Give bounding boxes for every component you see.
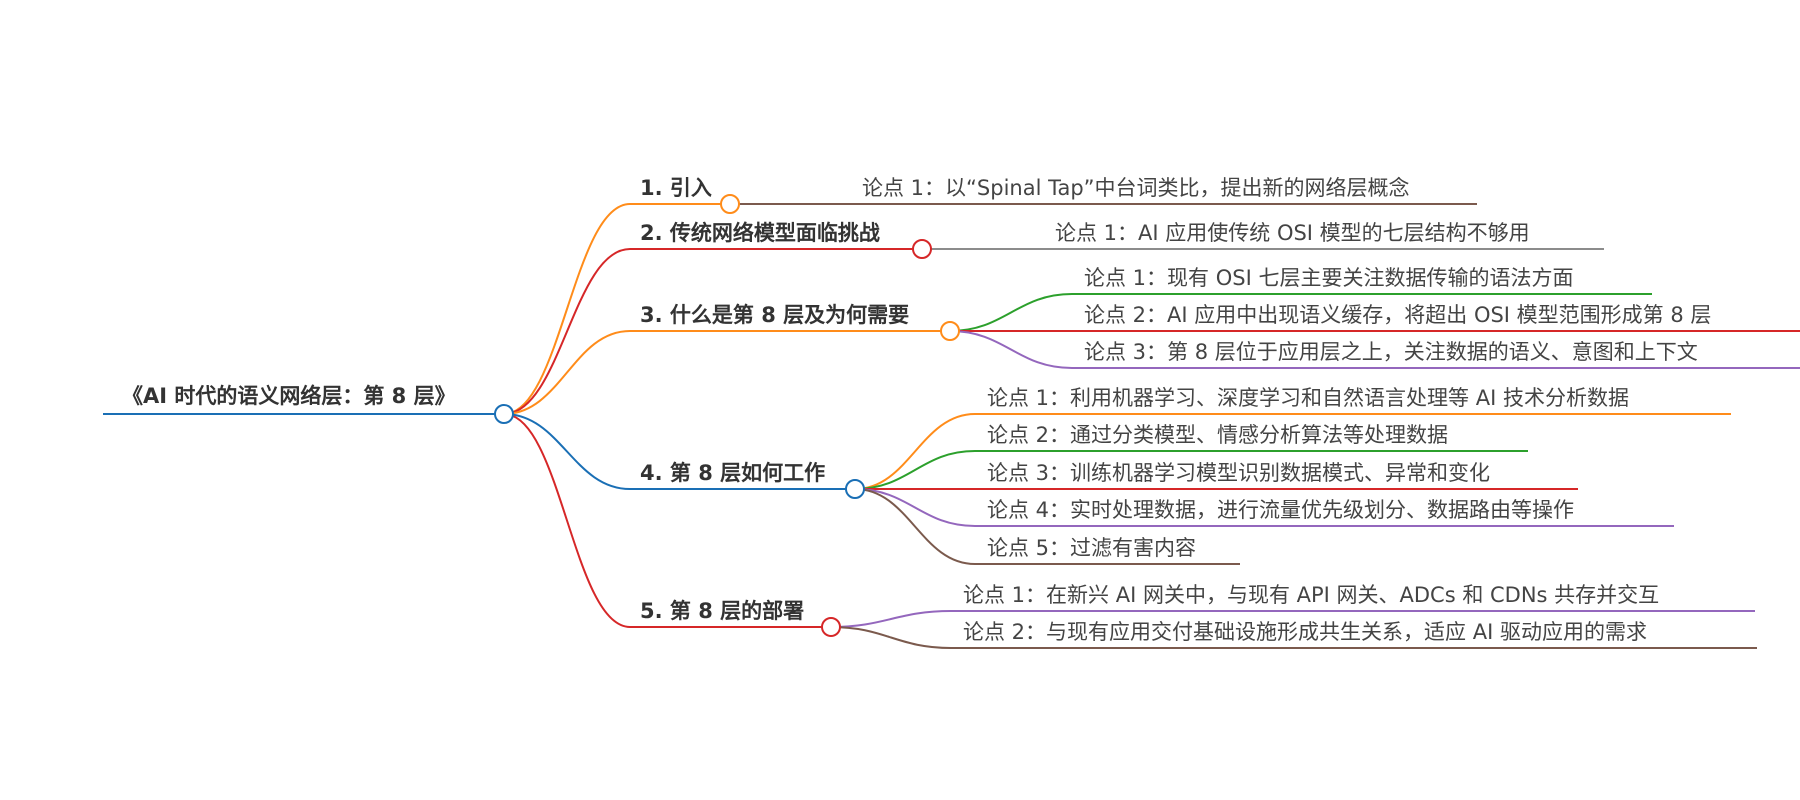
branch-to-leaf-edge (854, 488, 976, 565)
branch-to-leaf-edge (854, 413, 976, 490)
branch-label[interactable]: 2. 传统网络模型面临挑战 (640, 221, 880, 245)
root-to-branch-edge (503, 330, 631, 415)
branch-to-leaf-edge (854, 450, 976, 490)
branch-collapse-toggle[interactable] (821, 617, 841, 637)
branch-label[interactable]: 4. 第 8 层如何工作 (640, 461, 825, 485)
leaf-label[interactable]: 论点 3：训练机器学习模型识别数据模式、异常和变化 (987, 461, 1490, 485)
leaf-label[interactable]: 论点 1：利用机器学习、深度学习和自然语言处理等 AI 技术分析数据 (987, 386, 1629, 410)
leaf-label[interactable]: 论点 1：以“Spinal Tap”中台词类比，提出新的网络层概念 (862, 176, 1410, 200)
branch-to-leaf-edge (830, 610, 952, 628)
leaf-label[interactable]: 论点 1：现有 OSI 七层主要关注数据传输的语法方面 (1084, 266, 1573, 290)
leaf-label[interactable]: 论点 3：第 8 层位于应用层之上，关注数据的语义、意图和上下文 (1084, 340, 1698, 364)
leaf-label[interactable]: 论点 2：通过分类模型、情感分析算法等处理数据 (987, 423, 1448, 447)
leaf-label[interactable]: 论点 4：实时处理数据，进行流量优先级划分、数据路由等操作 (987, 498, 1574, 522)
branch-to-leaf-edge (830, 626, 952, 649)
branch-label[interactable]: 1. 引入 (640, 176, 712, 200)
leaf-label[interactable]: 论点 1：AI 应用使传统 OSI 模型的七层结构不够用 (1055, 221, 1530, 245)
mind-map-nodes: 论点 1：以“Spinal Tap”中台词类比，提出新的网络层概念 1. 引入论点… (122, 176, 1711, 644)
leaf-label[interactable]: 论点 5：过滤有害内容 (987, 536, 1196, 560)
mind-map-edges (103, 203, 1800, 649)
root-topic-label[interactable]: 《AI 时代的语义网络层：第 8 层》 (122, 384, 456, 408)
leaf-label[interactable]: 论点 1：在新兴 AI 网关中，与现有 API 网关、ADCs 和 CDNs 共… (963, 583, 1659, 607)
branch-collapse-toggle[interactable] (912, 239, 932, 259)
root-to-branch-edge (503, 203, 631, 415)
branch-collapse-toggle[interactable] (720, 194, 740, 214)
root-to-branch-edge (503, 413, 631, 628)
branch-to-leaf-edge (854, 488, 976, 527)
branch-label[interactable]: 5. 第 8 层的部署 (640, 599, 804, 623)
branch-label[interactable]: 3. 什么是第 8 层及为何需要 (640, 303, 909, 327)
branch-collapse-toggle[interactable] (845, 479, 865, 499)
root-collapse-toggle[interactable] (494, 404, 514, 424)
leaf-label[interactable]: 论点 2：AI 应用中出现语义缓存，将超出 OSI 模型范围形成第 8 层 (1084, 303, 1711, 327)
root-to-branch-edge (503, 248, 631, 415)
root-to-branch-edge (503, 413, 631, 490)
branch-to-leaf-edge (949, 293, 1073, 332)
branch-to-leaf-edge (949, 330, 1073, 369)
leaf-label[interactable]: 论点 2：与现有应用交付基础设施形成共生关系，适应 AI 驱动应用的需求 (963, 620, 1647, 644)
branch-collapse-toggle[interactable] (940, 321, 960, 341)
